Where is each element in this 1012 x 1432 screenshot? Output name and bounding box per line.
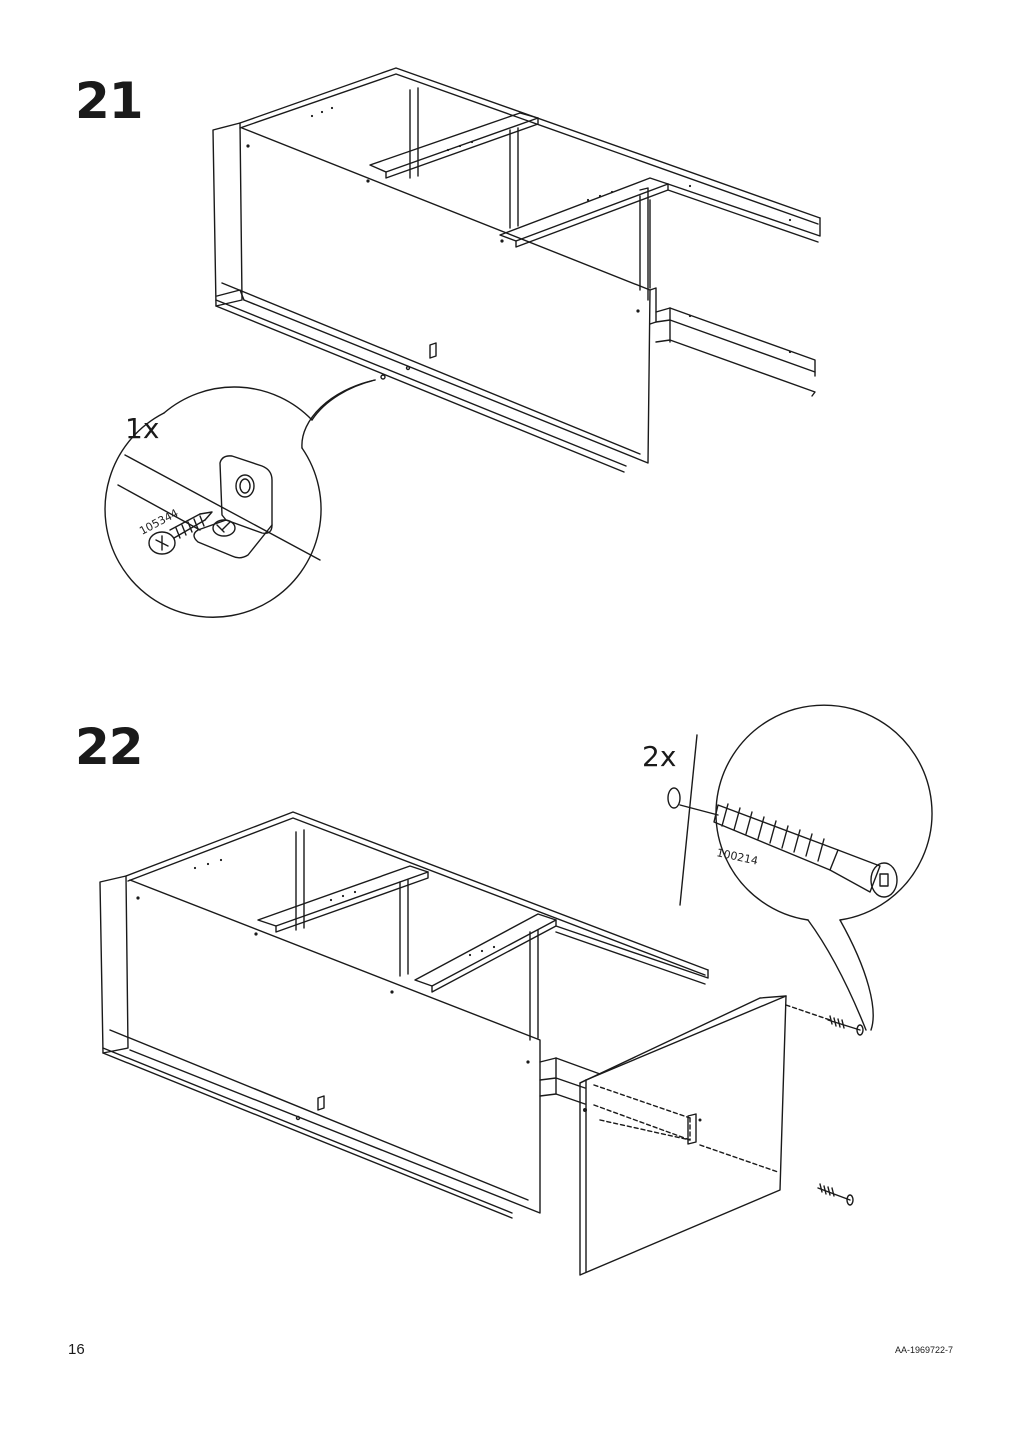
step-22-part-number: 100214 [715, 846, 759, 867]
step-22-frame-illustration: 100214 [99, 704, 933, 1276]
end-panel [579, 995, 787, 1276]
step-22-quantity: 2x [642, 740, 677, 773]
step-21-frame-illustration: 105344 [104, 67, 821, 618]
allen-screw-icon [713, 803, 898, 898]
allen-screw-icon [817, 1015, 864, 1206]
document-code: AA-1969722-7 [895, 1345, 954, 1355]
step-21-number: 21 [75, 72, 144, 130]
page-number: 16 [68, 1341, 85, 1358]
angle-bracket-icon [193, 455, 273, 559]
wood-screw-icon [148, 511, 213, 555]
step-22-number: 22 [75, 718, 144, 776]
